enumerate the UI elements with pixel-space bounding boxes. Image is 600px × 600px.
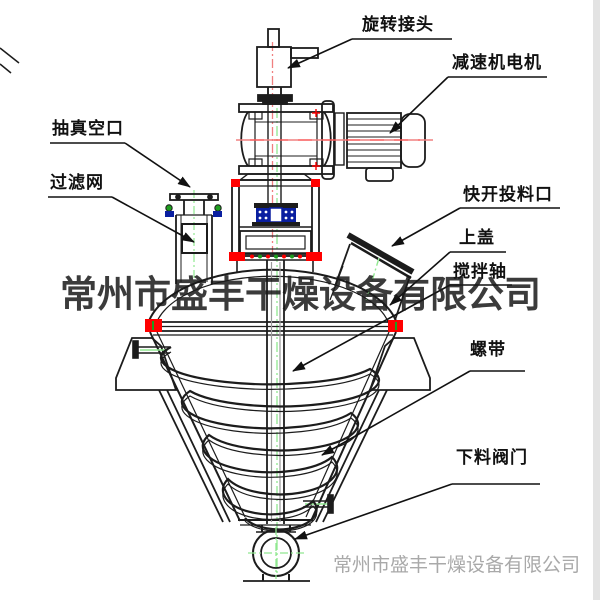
bearing-block-drawing	[252, 203, 300, 226]
leader-lines	[48, 38, 560, 540]
head-flange-drawing	[229, 252, 322, 272]
gearbox-red-marks	[312, 109, 320, 170]
agitator-shaft-drawing	[266, 260, 285, 524]
label-filter-screen: 过滤网	[50, 173, 104, 192]
rotary-joint-drawing	[256, 28, 319, 105]
label-top-cover: 上盖	[459, 228, 495, 247]
label-reducer-motor: 减速机电机	[452, 53, 542, 72]
discharge-valve-drawing	[243, 525, 310, 582]
support-stand-drawing	[231, 173, 320, 257]
motor-drawing	[321, 100, 426, 182]
footer-company-name: 常州市盛丰干燥设备有限公司	[333, 555, 581, 576]
label-rotary-joint: 旋转接头	[362, 15, 434, 34]
right-edge-border	[593, 0, 600, 600]
vacuum-port-drawing	[165, 190, 222, 284]
watermark-company-name: 常州市盛丰干燥设备有限公司	[60, 274, 541, 315]
dome-drawing	[146, 268, 399, 329]
label-agitator-shaft: 搅拌轴	[453, 262, 507, 281]
label-ribbon: 螺带	[470, 340, 506, 359]
label-discharge-valve: 下料阀门	[456, 448, 528, 467]
label-feed-port: 快开投料口	[463, 185, 553, 204]
stray-lines	[0, 47, 20, 74]
screw-ribbon-drawing	[159, 346, 381, 532]
support-legs-drawing	[115, 337, 431, 523]
vessel-flange-drawing	[145, 319, 403, 332]
label-vacuum-port: 抽真空口	[52, 119, 124, 138]
